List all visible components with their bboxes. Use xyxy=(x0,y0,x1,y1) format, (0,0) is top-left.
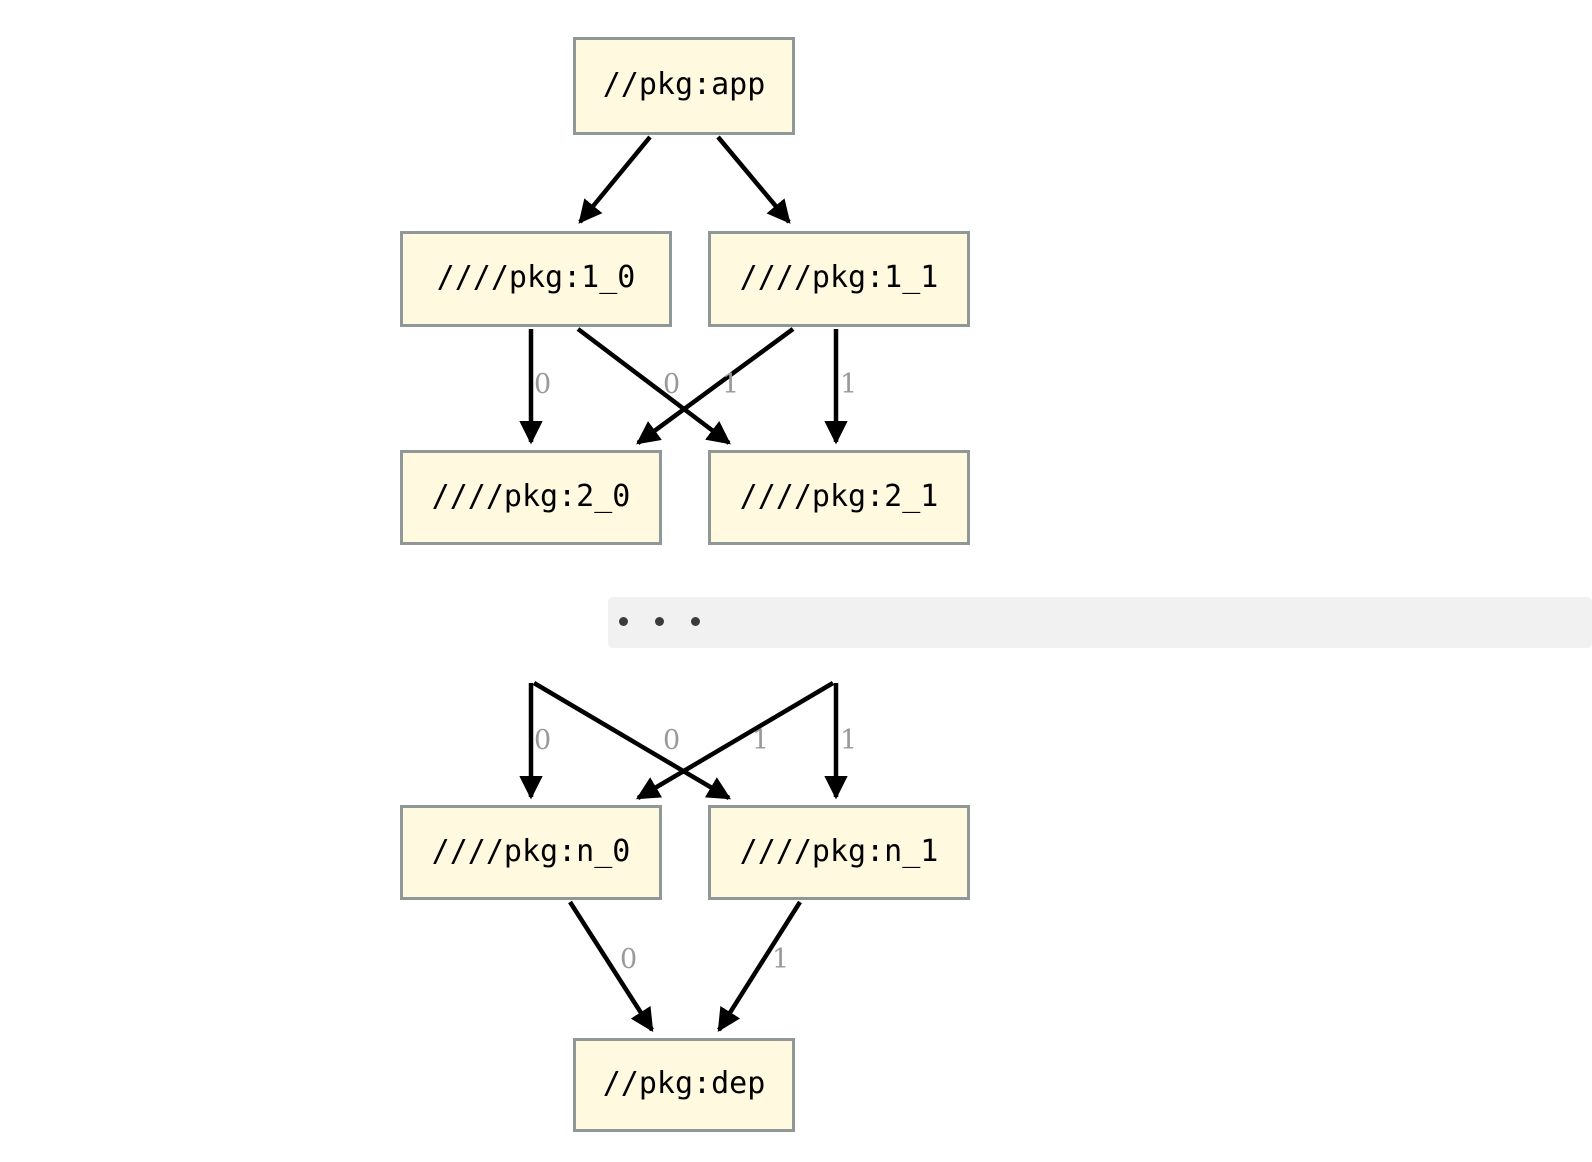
edge-label-n_0-dep: 0 xyxy=(620,944,638,975)
edge-label-continued-n_0: 0 xyxy=(534,725,552,756)
node-label: ////pkg:2_0 xyxy=(431,478,631,514)
edge-label-continued-n_1: 0 xyxy=(663,725,681,756)
node-label: //pkg:dep xyxy=(602,1066,766,1101)
node-pkg-dep[interactable]: //pkg:dep xyxy=(573,1038,795,1132)
edge-n_0-to-dep xyxy=(568,900,654,1032)
node-label: ////pkg:n_0 xyxy=(431,833,631,869)
node-pkg-2_1[interactable]: ////pkg:2_1 xyxy=(708,450,970,545)
ellipsis-dot xyxy=(691,617,700,626)
edge-1_0-to-2_1 xyxy=(576,327,731,445)
ellipsis-icon xyxy=(619,617,700,626)
node-pkg-app[interactable]: //pkg:app xyxy=(573,37,795,135)
ellipsis-dot xyxy=(619,617,628,626)
edge-1_1-to-2_0 xyxy=(636,327,795,445)
edge-label-1_1-2_1: 1 xyxy=(840,369,858,400)
node-label: //pkg:app xyxy=(602,67,766,102)
node-label: ////pkg:n_1 xyxy=(739,833,939,869)
edge-label-1_0-2_1: 0 xyxy=(663,369,681,400)
node-pkg-1_0[interactable]: ////pkg:1_0 xyxy=(400,231,672,327)
edge-label-1_0-2_0: 0 xyxy=(534,369,552,400)
edge-label-1_1-2_0: 1 xyxy=(722,369,740,400)
node-pkg-1_1[interactable]: ////pkg:1_1 xyxy=(708,231,970,327)
edge-label-continued-n_1-straight: 1 xyxy=(840,725,858,756)
truncation-band xyxy=(608,597,1592,648)
node-pkg-2_0[interactable]: ////pkg:2_0 xyxy=(400,450,662,545)
edge-label-continued-n_0-cross: 1 xyxy=(752,725,770,756)
node-label: ////pkg:2_1 xyxy=(739,478,939,514)
edge-app-to-1_1 xyxy=(716,135,791,224)
node-label: ////pkg:1_0 xyxy=(436,260,636,295)
ellipsis-dot xyxy=(655,617,664,626)
edge-app-to-1_0 xyxy=(578,135,652,224)
edge-label-n_1-dep: 1 xyxy=(772,944,790,975)
node-pkg-n_1[interactable]: ////pkg:n_1 xyxy=(708,805,970,900)
node-pkg-n_0[interactable]: ////pkg:n_0 xyxy=(400,805,662,900)
node-label: ////pkg:1_1 xyxy=(739,260,939,295)
edge-continued-to-n_1 xyxy=(532,681,732,800)
